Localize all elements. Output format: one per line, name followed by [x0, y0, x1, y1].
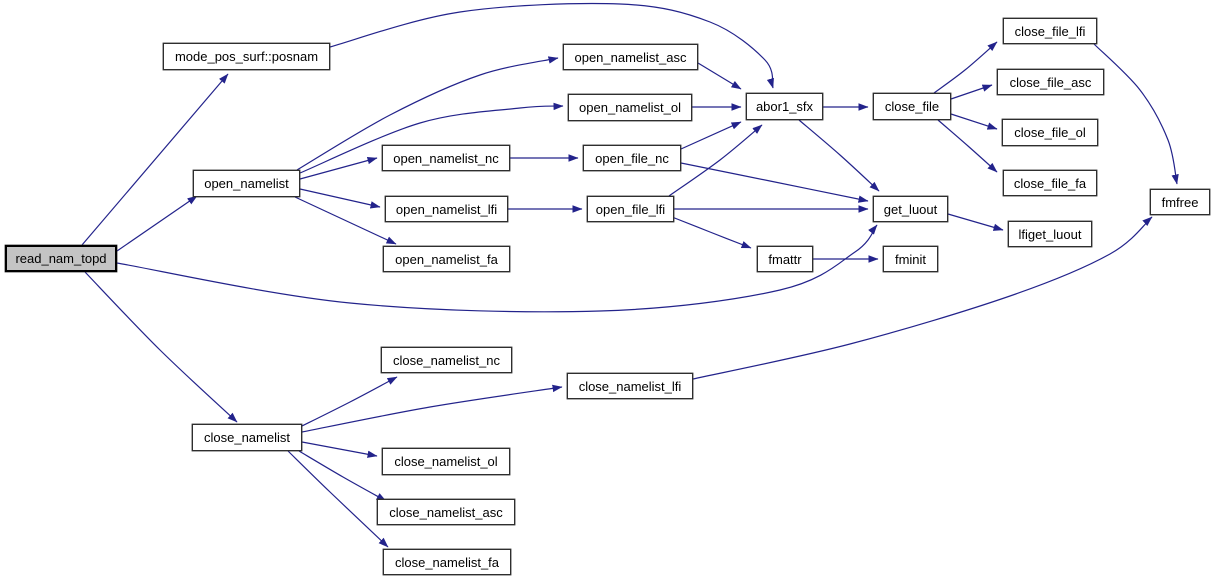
edge-open_namelist-to-open_namelist_asc: [296, 56, 559, 171]
node-lfiget_luout[interactable]: lfiget_luout: [1008, 221, 1092, 247]
node-read_nam_topd[interactable]: read_nam_topd: [5, 245, 117, 272]
node-label: abor1_sfx: [755, 99, 814, 114]
node-posnam[interactable]: mode_pos_surf::posnam: [163, 43, 330, 70]
edge-get_luout-to-lfiget_luout: [947, 213, 1004, 231]
edge-close_namelist_lfi-to-fmfree: [692, 216, 1153, 380]
node-open_file_lfi[interactable]: open_file_lfi: [587, 196, 674, 222]
edge-close_namelist-to-close_namelist_nc: [297, 376, 398, 429]
node-label: close_file_asc: [1009, 74, 1092, 90]
edge-abor1_sfx-to-get_luout: [798, 119, 880, 192]
edge-open_file_lfi-to-abor1_sfx: [668, 124, 763, 197]
node-label: close_namelist_asc: [389, 504, 503, 520]
node-close_file_fa[interactable]: close_file_fa: [1003, 170, 1097, 196]
edge-open_namelist-to-open_namelist_lfi: [299, 188, 381, 209]
node-close_file_ol[interactable]: close_file_ol: [1002, 119, 1098, 146]
edge-open_file_nc-to-abor1_sfx: [680, 121, 742, 150]
node-open_file_nc[interactable]: open_file_nc: [583, 145, 681, 171]
edge-close_namelist-to-close_namelist_ol: [301, 441, 378, 458]
node-label: close_file_lfi: [1014, 23, 1086, 39]
node-close_namelist_asc[interactable]: close_namelist_asc: [377, 499, 515, 525]
node-fmattr[interactable]: fmattr: [757, 246, 813, 272]
node-open_namelist_nc[interactable]: open_namelist_nc: [382, 145, 510, 171]
edge-close_namelist-to-close_namelist_fa: [287, 450, 389, 548]
node-close_namelist[interactable]: close_namelist: [192, 424, 302, 451]
edge-read_nam_topd-to-close_namelist: [84, 271, 238, 423]
node-fmfree[interactable]: fmfree: [1150, 189, 1210, 215]
node-label: read_nam_topd: [15, 251, 107, 266]
edge-close_namelist-to-close_namelist_asc: [298, 450, 387, 502]
edge-close_namelist-to-close_namelist_lfi: [301, 384, 563, 433]
node-open_namelist[interactable]: open_namelist: [193, 170, 300, 197]
node-label: mode_pos_surf::posnam: [174, 49, 319, 64]
edge-open_namelist-to-open_namelist_ol: [299, 102, 564, 174]
node-close_file_asc[interactable]: close_file_asc: [997, 69, 1104, 95]
node-open_namelist_lfi[interactable]: open_namelist_lfi: [385, 196, 508, 222]
node-open_namelist_ol[interactable]: open_namelist_ol: [568, 94, 692, 121]
node-get_luout[interactable]: get_luout: [873, 196, 948, 222]
node-label: lfiget_luout: [1018, 226, 1082, 242]
edge-close_file_lfi-to-fmfree: [1093, 43, 1179, 185]
node-label: close_file_ol: [1014, 125, 1086, 140]
node-open_namelist_asc[interactable]: open_namelist_asc: [563, 44, 698, 70]
edge-open_namelist_asc-to-abor1_sfx: [697, 62, 742, 90]
node-label: close_namelist: [204, 430, 290, 445]
node-open_namelist_fa[interactable]: open_namelist_fa: [383, 246, 510, 272]
node-label: open_namelist_nc: [393, 150, 499, 166]
node-close_namelist_lfi[interactable]: close_namelist_lfi: [567, 373, 693, 399]
node-label: get_luout: [883, 201, 938, 217]
edge-close_file-to-close_file_lfi: [933, 41, 998, 94]
edge-open_namelist-to-open_namelist_nc: [299, 156, 378, 180]
node-fminit[interactable]: fminit: [883, 246, 938, 272]
node-close_namelist_fa[interactable]: close_namelist_fa: [383, 549, 511, 575]
node-label: open_namelist_asc: [574, 49, 687, 65]
node-label: open_file_lfi: [595, 201, 666, 217]
edge-open_namelist-to-open_namelist_fa: [294, 196, 397, 245]
edge-open_file_lfi-to-fmattr: [671, 216, 752, 249]
edge-close_file-to-close_file_asc: [950, 84, 993, 100]
node-label: close_namelist_fa: [394, 554, 500, 570]
edge-close_file-to-close_file_ol: [950, 113, 998, 130]
node-label: close_namelist_lfi: [578, 378, 682, 394]
node-label: fmattr: [768, 251, 802, 267]
node-label: fmfree: [1161, 194, 1199, 210]
node-label: close_file: [884, 99, 940, 114]
node-label: close_namelist_ol: [394, 454, 498, 469]
edge-open_file_nc-to-get_luout: [680, 162, 869, 203]
node-label: open_namelist_lfi: [395, 201, 498, 217]
edge-read_nam_topd-to-open_namelist: [116, 195, 198, 252]
node-label: open_namelist: [204, 176, 289, 191]
node-close_file_lfi[interactable]: close_file_lfi: [1003, 18, 1097, 44]
node-label: open_namelist_ol: [579, 100, 681, 115]
node-label: open_namelist_fa: [395, 251, 498, 267]
node-label: close_file_fa: [1013, 175, 1087, 191]
node-close_namelist_ol[interactable]: close_namelist_ol: [382, 448, 510, 475]
node-label: fminit: [894, 251, 927, 267]
node-close_file[interactable]: close_file: [873, 93, 951, 120]
node-label: open_file_nc: [595, 150, 669, 166]
edge-read_nam_topd-to-get_luout: [116, 224, 878, 313]
node-abor1_sfx[interactable]: abor1_sfx: [746, 93, 823, 120]
edge-posnam-to-abor1_sfx: [329, 2, 774, 89]
edge-close_file-to-close_file_fa: [937, 119, 998, 173]
node-close_namelist_nc[interactable]: close_namelist_nc: [381, 347, 512, 373]
node-label: close_namelist_nc: [393, 352, 500, 368]
edge-read_nam_topd-to-posnam: [81, 73, 229, 246]
